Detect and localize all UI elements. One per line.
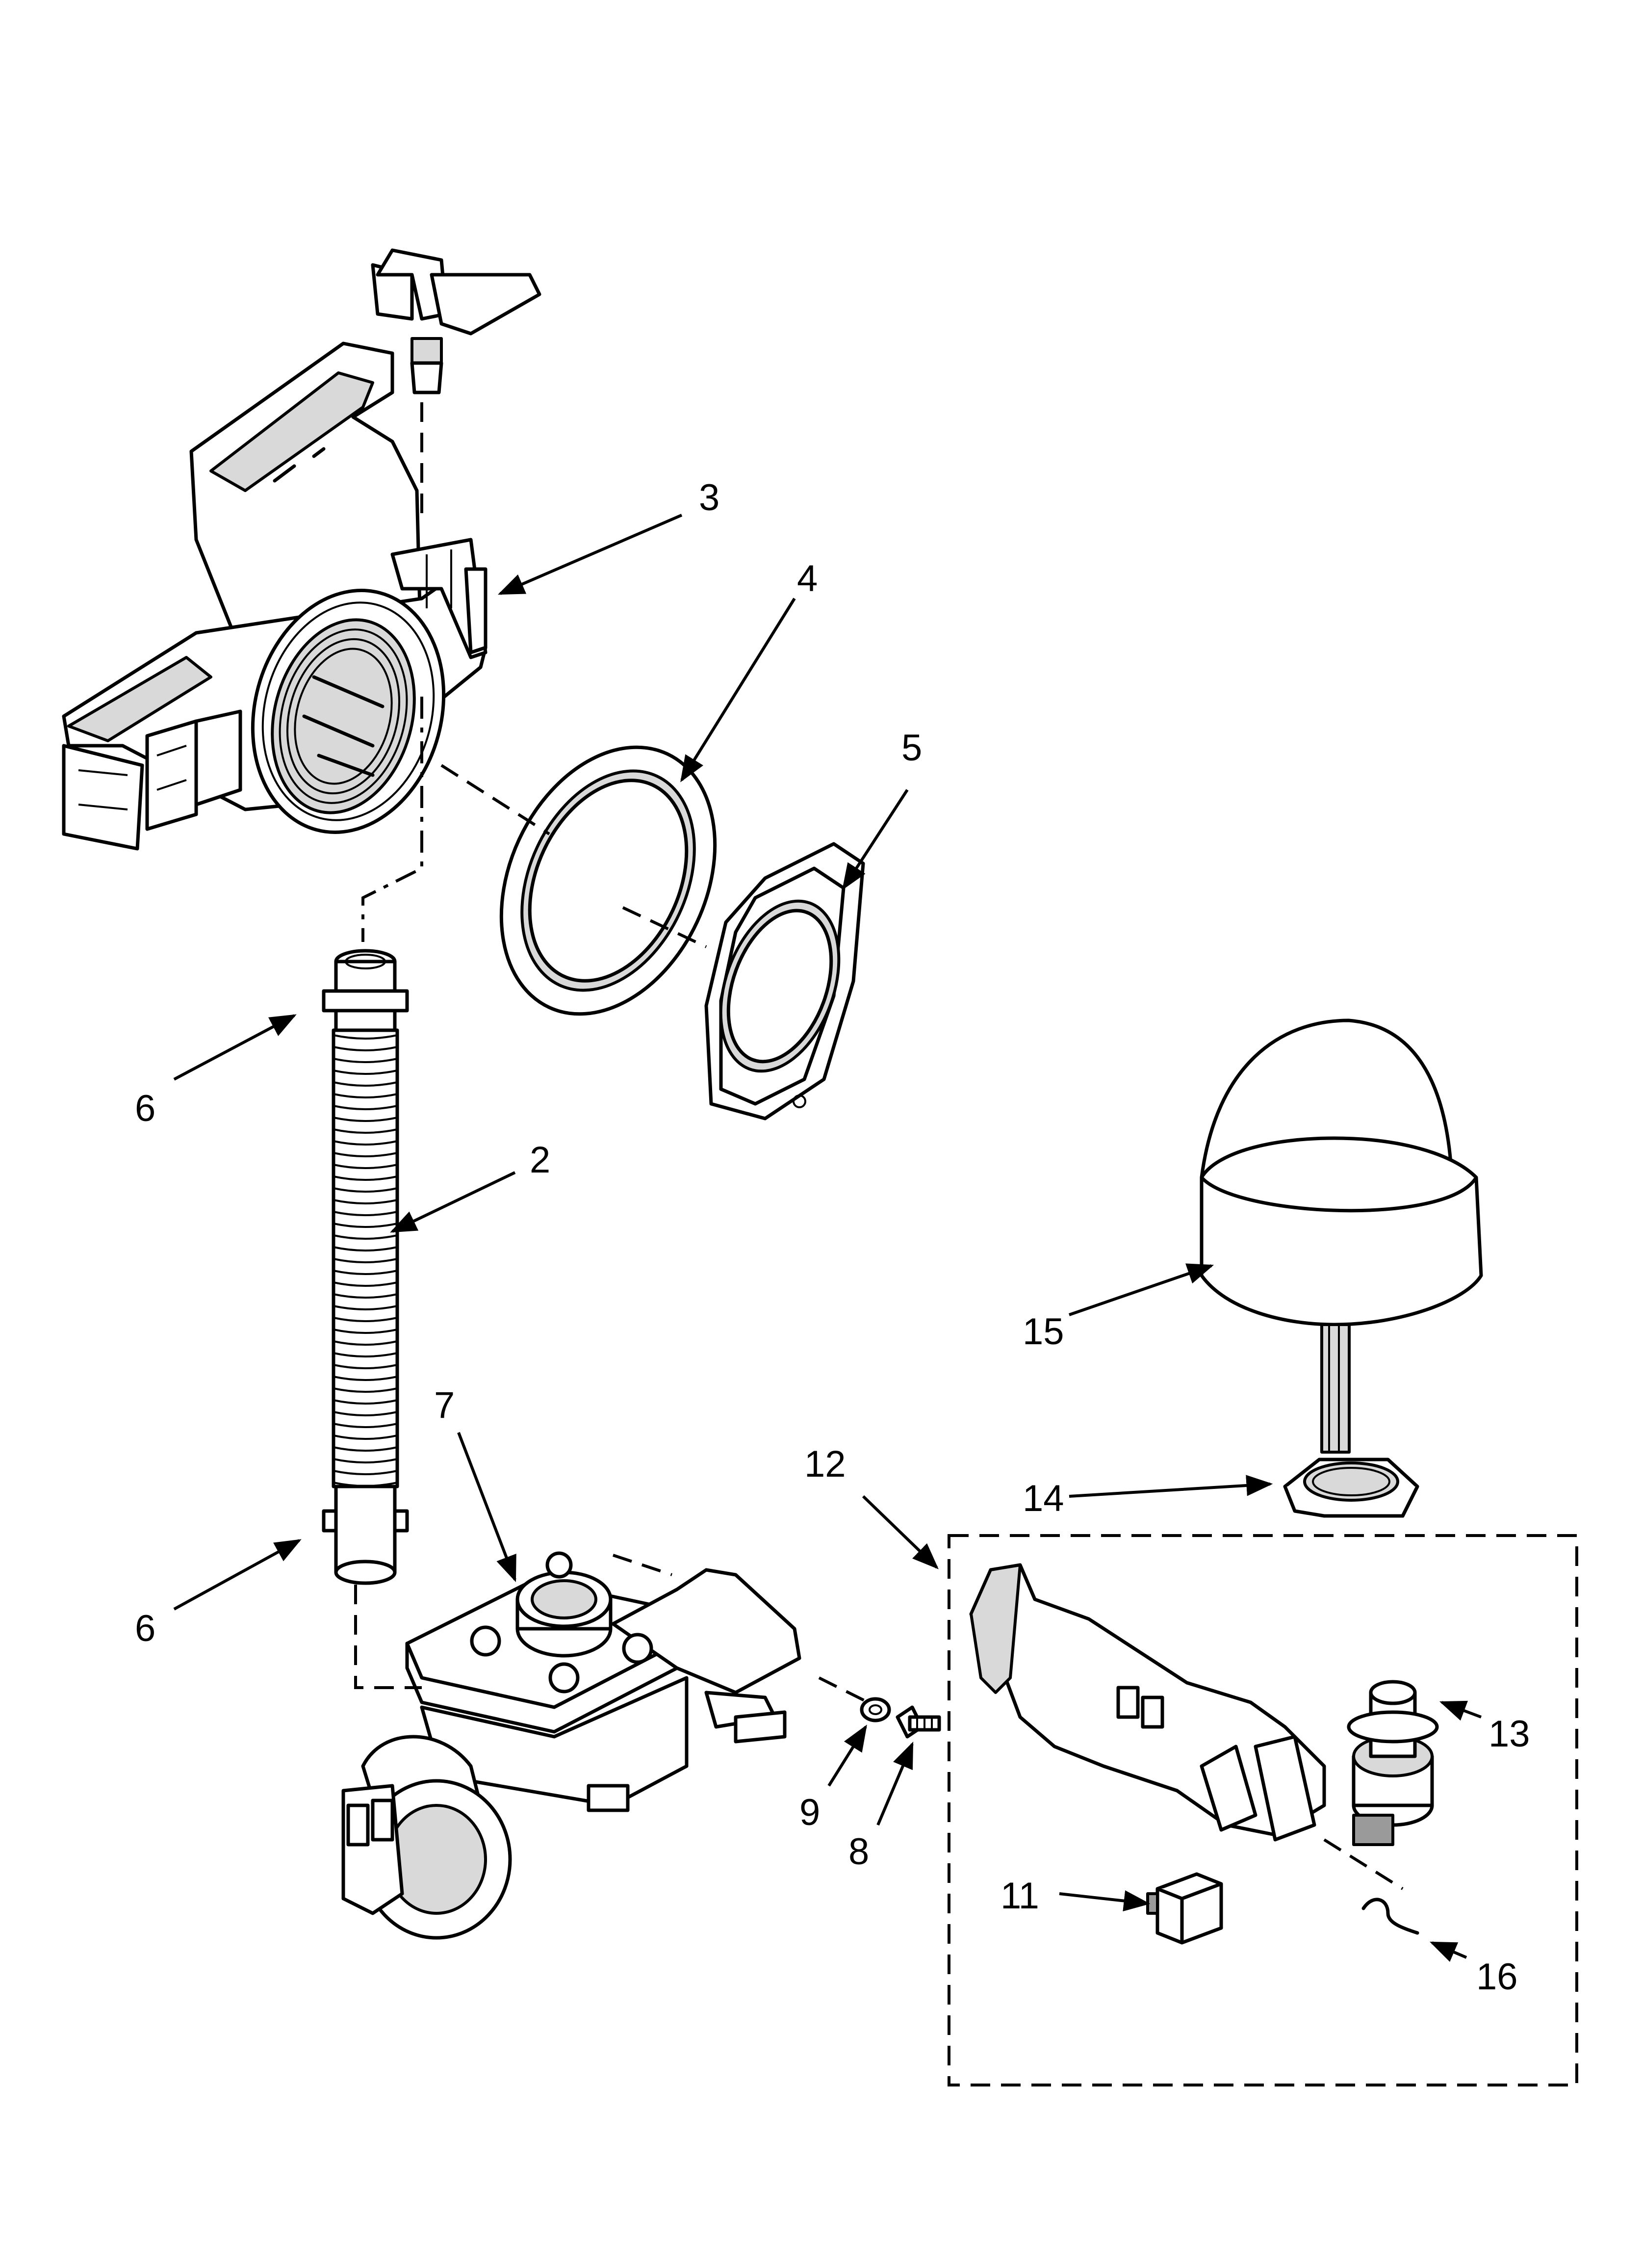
hose-rib (333, 1293, 398, 1299)
hose-rib (333, 1364, 398, 1369)
hose-rib (333, 1175, 398, 1181)
hose-rib (333, 1046, 398, 1051)
hose-rib (333, 1399, 398, 1405)
part-4-gasket (499, 745, 717, 1016)
part-8-screw (896, 1705, 941, 1739)
hose-rib (333, 1058, 398, 1063)
callout-11: 11 (1001, 1875, 1039, 1917)
callout-14: 14 (1023, 1478, 1064, 1519)
callout-5: 5 (901, 727, 922, 769)
leader-lines (173, 514, 1482, 1962)
callout-15: 15 (1023, 1311, 1064, 1353)
hose-rib (333, 1258, 398, 1263)
hose-rib (333, 1434, 398, 1440)
part-13-float (1347, 1680, 1439, 1846)
hose-rib (333, 1423, 398, 1428)
hose-rib (333, 1270, 398, 1275)
hose-rib (333, 1105, 398, 1110)
hose-rib (333, 1199, 398, 1204)
part-3-housing (62, 248, 541, 851)
callout-4: 4 (797, 558, 818, 600)
hose-rib (333, 1458, 398, 1463)
part-12-assembly-box (948, 1534, 1578, 2086)
hose-rib (333, 1187, 398, 1193)
hose-rib (333, 1376, 398, 1381)
part-5-nut (704, 842, 865, 1121)
hose-rib (333, 1352, 398, 1357)
callout-6-bottom: 6 (135, 1608, 155, 1649)
callout-labels: 3 4 5 6 2 15 7 12 14 6 13 9 8 11 16 (135, 477, 1530, 1998)
callout-3: 3 (699, 477, 719, 519)
part-7-valve (341, 1551, 801, 1940)
hose-rib (333, 1140, 398, 1146)
part-14-nut (1283, 1458, 1419, 1518)
hose-rib (333, 1340, 398, 1346)
hose-rib (333, 1411, 398, 1416)
hose-rib (333, 1093, 398, 1098)
hose-rib (333, 1446, 398, 1452)
hose-rib (333, 1164, 398, 1169)
hose-rib (333, 1081, 398, 1087)
hose-rib (333, 1329, 398, 1334)
alignment-lines (354, 402, 1404, 1890)
callout-6-top: 6 (135, 1088, 155, 1129)
part-9-washer (860, 1697, 891, 1722)
callout-2: 2 (530, 1139, 550, 1181)
hose-rib (333, 1128, 398, 1134)
hose-rib (333, 1117, 398, 1122)
hose-rib (333, 1387, 398, 1393)
part-12-bracket (969, 1563, 1326, 1842)
callout-13: 13 (1488, 1713, 1530, 1755)
part-2-hose (322, 949, 409, 1585)
hose-rib (333, 1034, 398, 1040)
part-15-knob (1200, 1018, 1483, 1454)
hose-rib (333, 1152, 398, 1157)
hose-rib (333, 1305, 398, 1310)
hose-rib (333, 1234, 398, 1240)
hose-rib (333, 1317, 398, 1322)
callout-12: 12 (804, 1443, 846, 1485)
callout-16: 16 (1476, 1956, 1518, 1998)
callout-9: 9 (799, 1792, 820, 1833)
callout-8: 8 (848, 1831, 869, 1873)
hose-rib (333, 1281, 398, 1287)
hose-rib (333, 1069, 398, 1075)
part-11-switch (1146, 1872, 1223, 1945)
part-16-clip (1361, 1898, 1419, 1935)
callout-7: 7 (434, 1384, 455, 1426)
hose-rib (333, 1470, 398, 1475)
hose-rib (333, 1246, 398, 1251)
